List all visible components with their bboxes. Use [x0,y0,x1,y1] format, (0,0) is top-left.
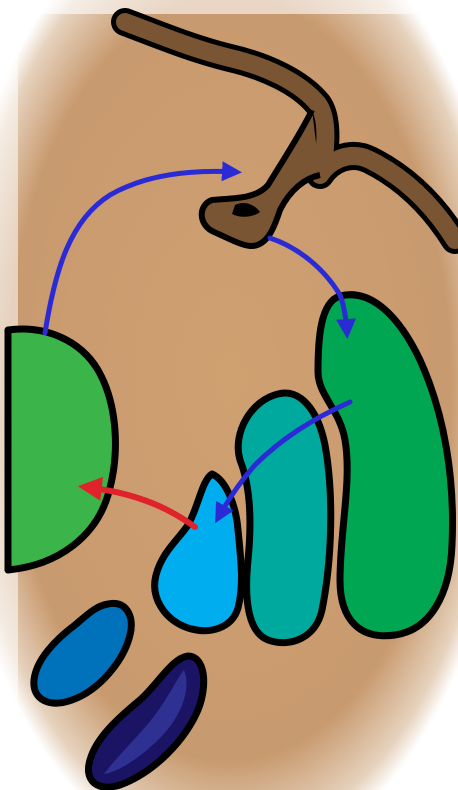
cell-teal [238,393,331,643]
background-vignette-top [0,0,458,14]
